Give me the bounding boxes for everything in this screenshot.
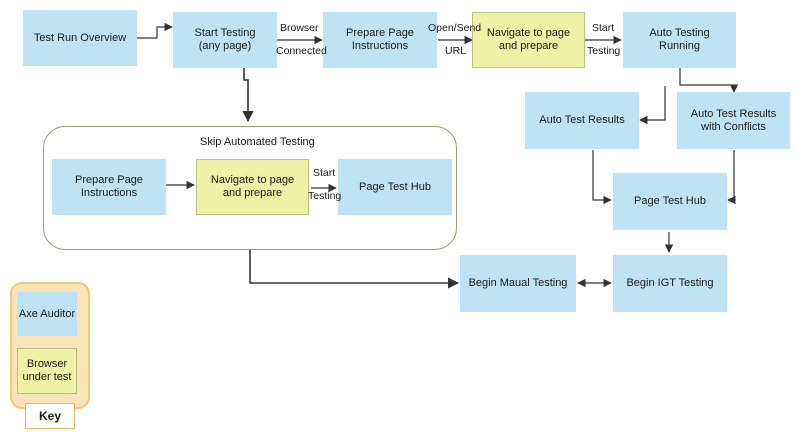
skip-group-title: Skip Automated Testing: [200, 136, 315, 148]
node-begin-igt-testing: Begin IGT Testing: [613, 255, 727, 312]
edge-conflicts-to-hub: [727, 150, 736, 205]
key-axe-auditor-swatch: Axe Auditor: [17, 292, 77, 336]
node-begin-manual-testing: Begin Maual Testing: [460, 255, 576, 312]
node-auto-test-results-conflicts: Auto Test Results with Conflicts: [677, 92, 790, 149]
edge-label-connected: Connected: [276, 45, 327, 57]
node-auto-testing-running: Auto Testing Running: [623, 12, 736, 68]
edge-label-open-send: Open/Send: [428, 22, 482, 34]
skip-node-navigate-to-page: Navigate to page and prepare: [196, 159, 309, 215]
node-auto-test-results: Auto Test Results: [525, 92, 639, 149]
skip-edge-label-start: Start: [313, 167, 336, 179]
edge-label-browser: Browser: [280, 22, 319, 34]
node-page-test-hub: Page Test Hub: [613, 173, 727, 230]
edge-label-testing: Testing: [587, 45, 621, 57]
key-title: Key: [25, 403, 75, 429]
edge-auto-to-results: [639, 86, 666, 125]
skip-edge-label-testing: Testing: [308, 190, 342, 202]
edge-skip-to-manual: [249, 250, 460, 289]
edge-label-start: Start: [592, 22, 615, 34]
edge-auto-to-conflicts: [679, 68, 739, 93]
edge-overview-to-start: [137, 22, 173, 39]
node-test-run-overview: Test Run Overview: [23, 10, 137, 66]
edge-results-to-hub: [592, 150, 612, 205]
node-prepare-page-instructions: Prepare Page Instructions: [323, 12, 437, 68]
key-browser-under-test-swatch: Browser under test: [17, 348, 77, 394]
edge-start-to-skip: [242, 68, 254, 123]
node-start-testing: Start Testing (any page): [173, 12, 277, 68]
edge-label-url: URL: [445, 45, 467, 57]
skip-node-prepare-page-instructions: Prepare Page Instructions: [52, 159, 166, 215]
skip-node-page-test-hub: Page Test Hub: [338, 159, 452, 215]
node-navigate-to-page: Navigate to page and prepare: [472, 12, 585, 68]
